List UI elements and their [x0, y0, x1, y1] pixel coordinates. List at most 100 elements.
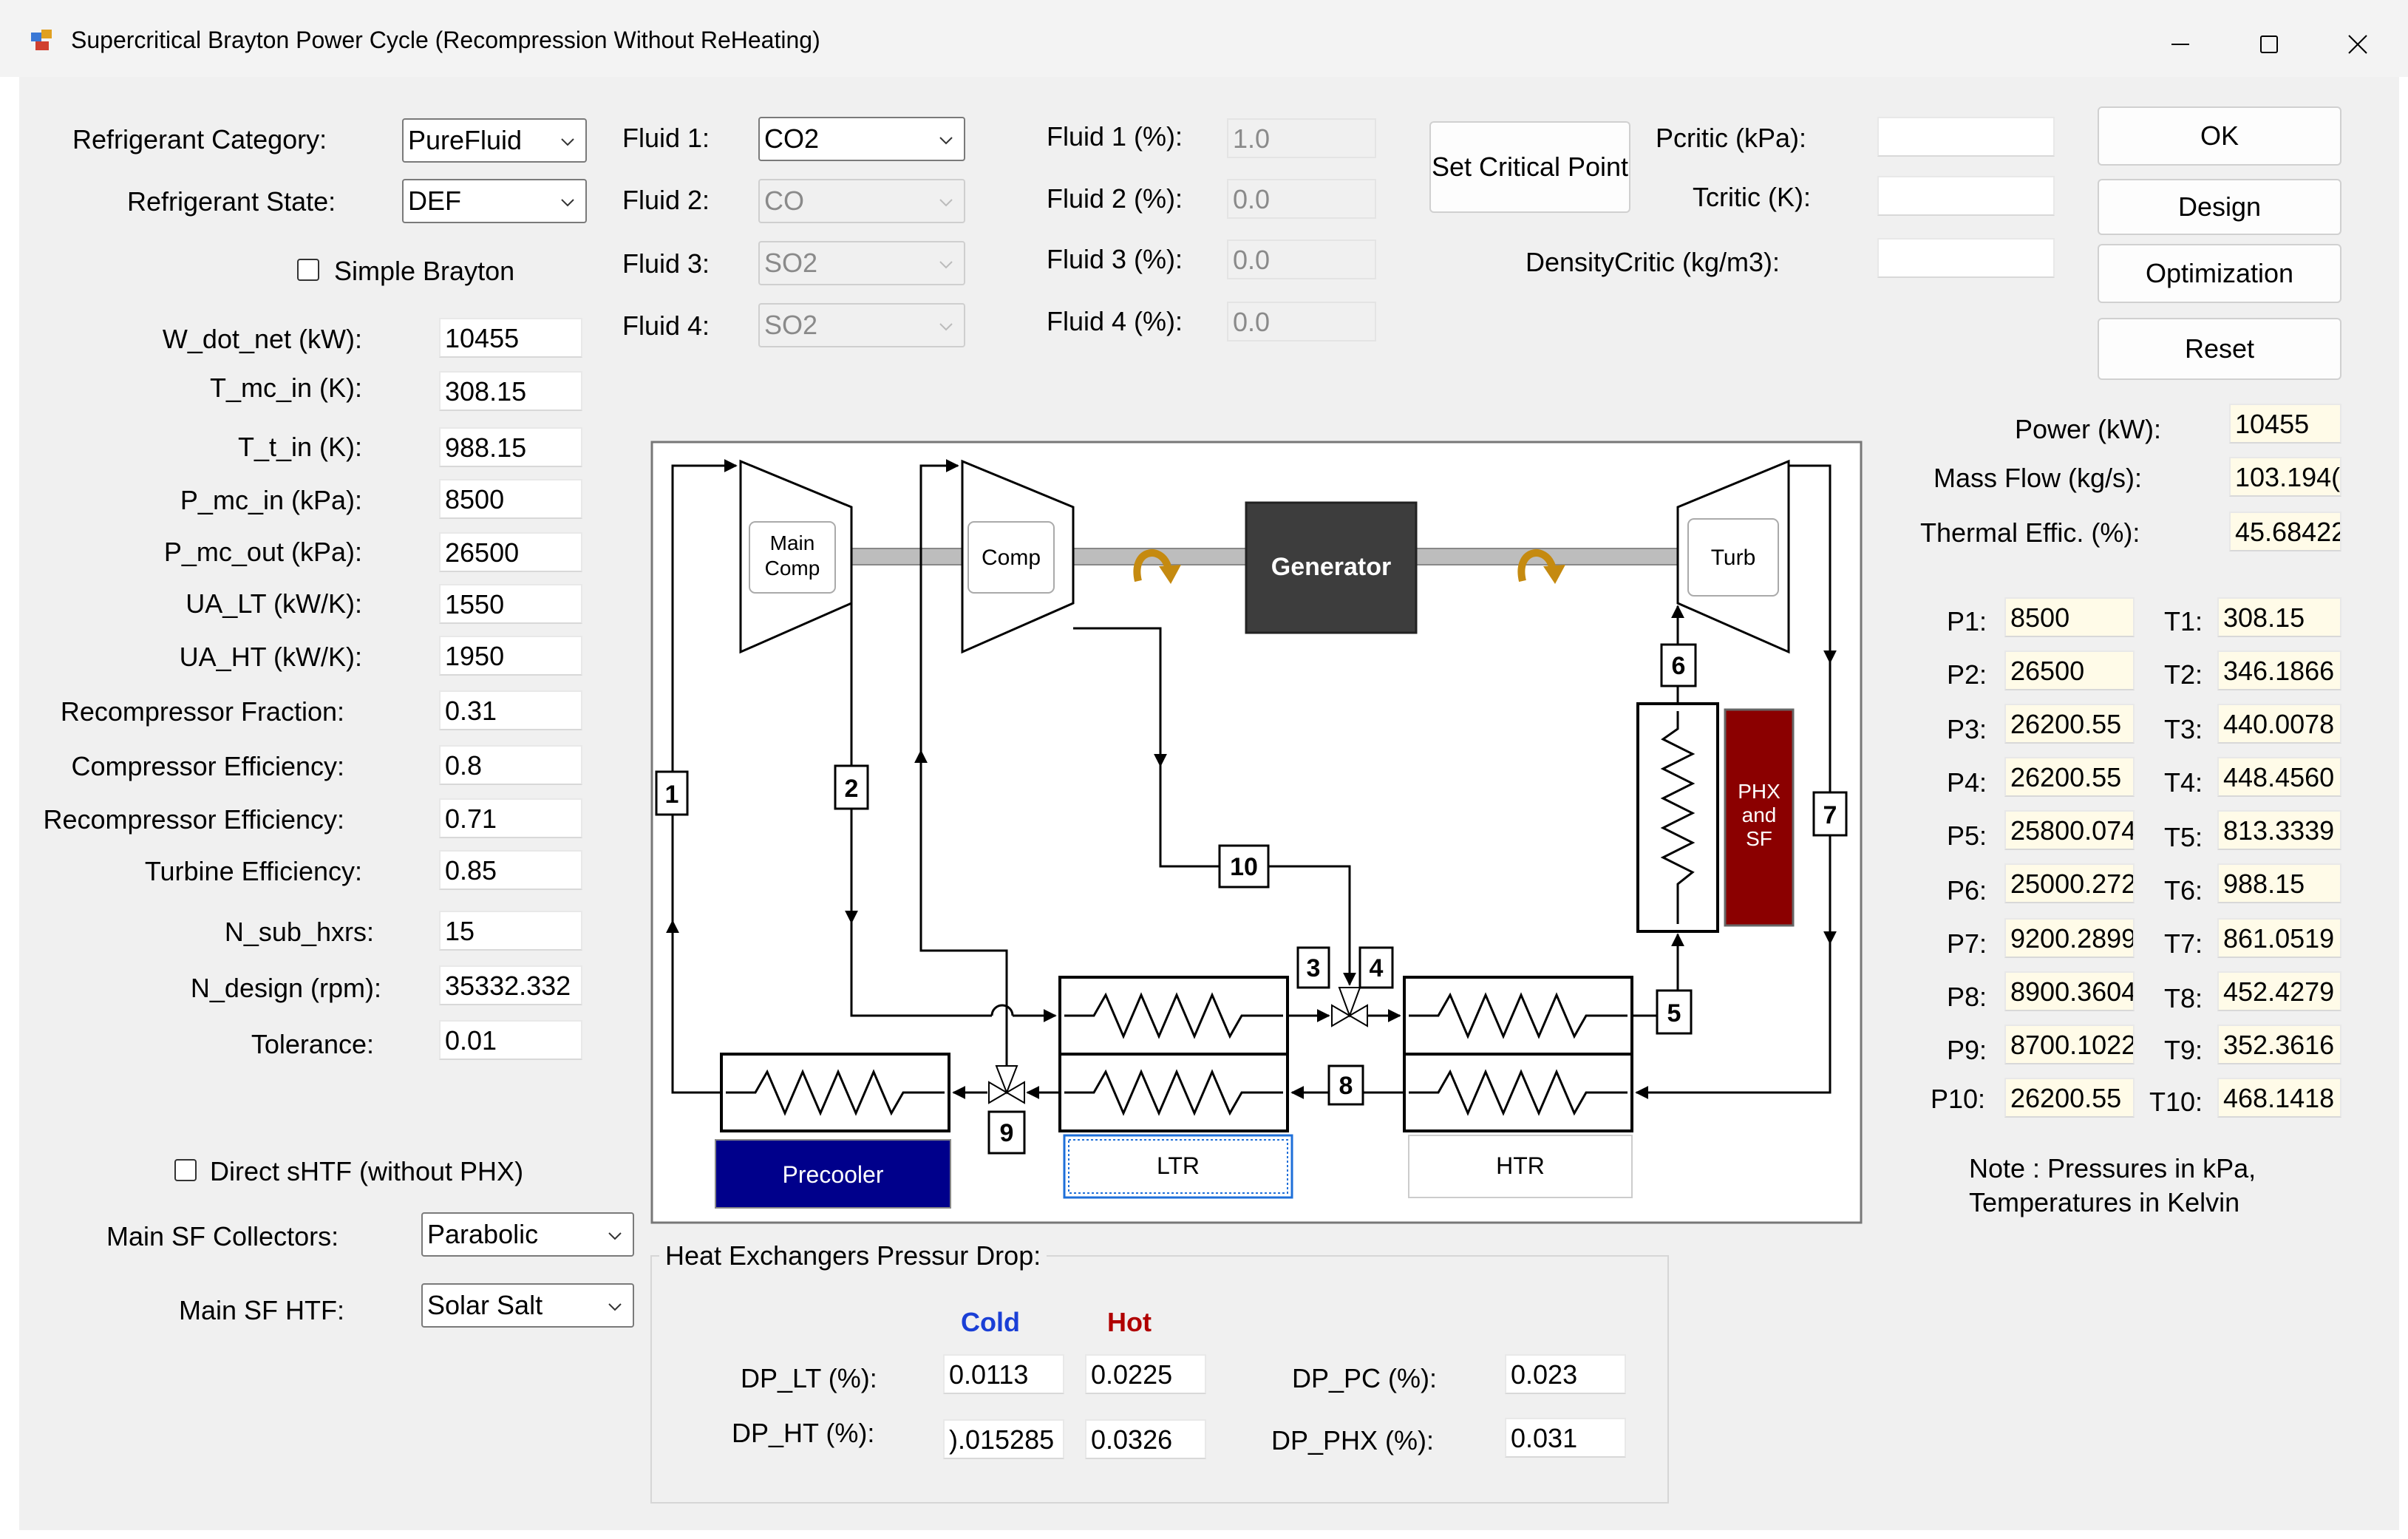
param-label: UA_LT (kW/K): — [186, 588, 362, 619]
close-button[interactable] — [2313, 15, 2402, 74]
optimization-button[interactable]: Optimization — [2098, 244, 2341, 303]
pressure-drop-title: Heat Exchangers Pressur Drop: — [659, 1240, 1047, 1271]
fluid-4-value: SO2 — [764, 310, 818, 340]
hot-header: Hot — [1107, 1307, 1152, 1337]
turbine: Turb — [1676, 459, 1790, 654]
dp-pc-input[interactable]: 0.023 — [1505, 1354, 1626, 1394]
compressor-efficiency-input[interactable]: 0.8 — [439, 745, 582, 785]
param-label: W_dot_net (kW): — [162, 324, 362, 354]
design-button[interactable]: Design — [2098, 179, 2341, 235]
chevron-down-icon — [939, 199, 953, 207]
refrigerant-state-select[interactable]: DEF — [402, 179, 587, 223]
param-label: T_mc_in (K): — [209, 373, 362, 403]
p1-output: 8500 — [2004, 597, 2135, 637]
t2-label: T2: — [2164, 659, 2203, 690]
t8-label: T8: — [2164, 983, 2203, 1013]
fluid-4-select[interactable]: SO2 — [758, 303, 965, 347]
pressure-drop-group — [650, 1255, 1669, 1504]
app-icon — [31, 30, 52, 50]
p4-label: P4: — [1947, 767, 1987, 798]
simple-brayton-checkbox[interactable] — [297, 259, 319, 281]
main-sf-collectors-select[interactable]: Parabolic — [421, 1212, 634, 1257]
comp-label: Comp — [982, 546, 1041, 570]
node-1 — [655, 770, 689, 816]
p8-label: P8: — [1947, 982, 1987, 1012]
t10-label: T10: — [2149, 1087, 2203, 1117]
fluid-2-select[interactable]: CO — [758, 179, 965, 223]
p1-label: P1: — [1947, 606, 1987, 636]
pcritic-input[interactable] — [1877, 117, 2055, 157]
turbine-efficiency-input[interactable]: 0.85 — [439, 850, 582, 890]
n-sub-hxrs-input[interactable]: 15 — [439, 911, 582, 951]
htr-button[interactable] — [1408, 1135, 1633, 1198]
htr-cold-exchanger — [1403, 1053, 1633, 1132]
units-note-line2: Temperatures in Kelvin — [1969, 1187, 2240, 1217]
thermal-effic-label: Thermal Effic. (%): — [1920, 517, 2140, 548]
recompressor-fraction-input[interactable]: 0.31 — [439, 690, 582, 730]
precooler-button[interactable] — [715, 1139, 951, 1209]
t10-output: 468.1418 — [2217, 1078, 2341, 1118]
node-2-label: 2 — [845, 775, 859, 803]
t7-label: T7: — [2164, 928, 2203, 959]
main-sf-collectors-label: Main SF Collectors: — [106, 1221, 339, 1251]
recompressor-efficiency-input[interactable]: 0.71 — [439, 798, 582, 838]
p-mc-out-input[interactable]: 26500 — [439, 532, 582, 572]
t6-output: 988.15 — [2217, 863, 2341, 903]
p6-label: P6: — [1947, 875, 1987, 906]
ltr-button[interactable] — [1063, 1134, 1293, 1199]
dp-ht-label: DP_HT (%): — [732, 1418, 875, 1448]
t-t-in-input[interactable]: 988.15 — [439, 427, 582, 467]
density-critic-label: DensityCritic (kg/m3): — [1526, 247, 1781, 277]
fluid-3-pct-input[interactable]: 0.0 — [1227, 239, 1376, 279]
p3-label: P3: — [1947, 714, 1987, 744]
ltr-cold-exchanger — [1058, 1053, 1289, 1132]
ua-lt-input[interactable]: 1550 — [439, 584, 582, 624]
htr-hot-exchanger — [1403, 976, 1633, 1056]
node-7-label: 7 — [1823, 801, 1837, 829]
chevron-down-icon — [608, 1232, 622, 1240]
t-mc-in-input[interactable]: 308.15 — [439, 371, 582, 411]
tcritic-input[interactable] — [1877, 176, 2055, 216]
w-dot-net-input[interactable]: 10455 — [439, 318, 582, 358]
ua-ht-input[interactable]: 1950 — [439, 636, 582, 676]
dp-ht-cold-input[interactable]: ).015285 — [943, 1419, 1064, 1459]
node-1-label: 1 — [665, 781, 679, 809]
param-label: Recompressor Fraction: — [60, 696, 344, 727]
dp-phx-input[interactable]: 0.031 — [1505, 1418, 1626, 1458]
node-4 — [1358, 946, 1394, 989]
pcritic-label: Pcritic (kPa): — [1656, 123, 1807, 153]
fluid-1-pct-input[interactable]: 1.0 — [1227, 118, 1376, 158]
node-6-label: 6 — [1672, 652, 1686, 680]
dp-lt-cold-input[interactable]: 0.0113 — [943, 1354, 1064, 1394]
fluid-4-pct-input[interactable]: 0.0 — [1227, 302, 1376, 342]
simple-brayton-label: Simple Brayton — [334, 256, 515, 286]
n-design-input[interactable]: 35332.332 — [439, 965, 582, 1005]
fluid-2-pct-input[interactable]: 0.0 — [1227, 179, 1376, 219]
ok-button[interactable]: OK — [2098, 106, 2341, 166]
refrigerant-category-select[interactable]: PureFluid — [402, 118, 587, 163]
fluid-1-select[interactable]: CO2 — [758, 117, 965, 161]
precooler-exchanger — [720, 1053, 950, 1132]
maximize-button[interactable] — [2225, 15, 2313, 74]
direct-shtf-checkbox[interactable] — [174, 1159, 197, 1181]
set-critical-point-button[interactable]: Set Critical Point — [1429, 121, 1630, 213]
minimize-button[interactable] — [2136, 15, 2225, 74]
density-critic-input[interactable] — [1877, 238, 2055, 278]
dp-lt-hot-input[interactable]: 0.0225 — [1085, 1354, 1206, 1394]
fluid-3-select[interactable]: SO2 — [758, 241, 965, 285]
fluid-2-value: CO — [764, 186, 804, 216]
reset-button[interactable]: Reset — [2098, 318, 2341, 380]
t5-label: T5: — [2164, 822, 2203, 852]
main-comp-label: Main — [770, 531, 815, 554]
dp-ht-hot-input[interactable]: 0.0326 — [1085, 1419, 1206, 1459]
minimize-icon — [2171, 44, 2189, 45]
p10-output: 26200.55 — [2004, 1078, 2135, 1118]
main-sf-htf-select[interactable]: Solar Salt — [421, 1283, 634, 1328]
t5-output: 813.3339 — [2217, 810, 2341, 850]
tolerance-input[interactable]: 0.01 — [439, 1020, 582, 1060]
chevron-down-icon — [561, 138, 574, 146]
p2-output: 26500 — [2004, 650, 2135, 690]
p-mc-in-input[interactable]: 8500 — [439, 479, 582, 519]
node-3-label: 3 — [1307, 954, 1321, 982]
